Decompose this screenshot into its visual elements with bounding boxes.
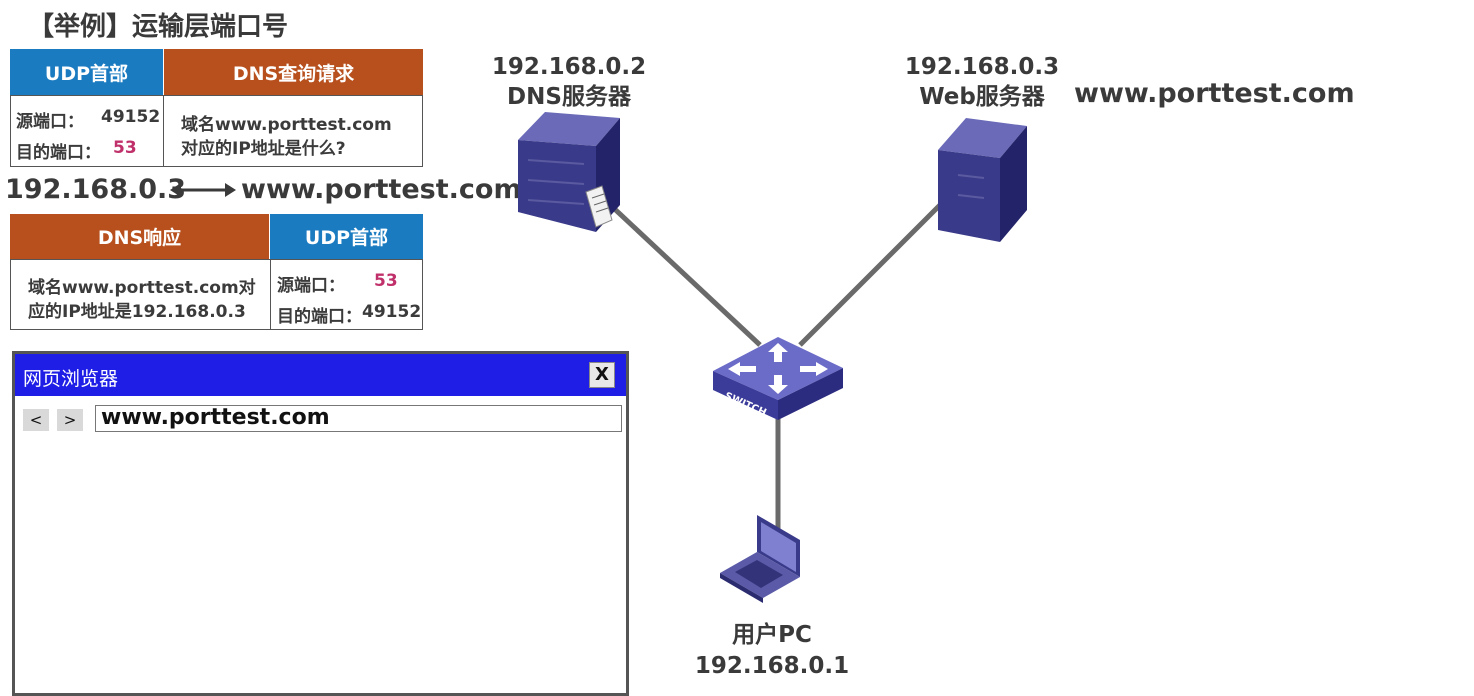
response-content-cell — [10, 259, 271, 330]
request-dst-port: 53 — [113, 138, 137, 158]
web-server-name: Web服务器 — [919, 84, 1045, 110]
link-dns-switch — [603, 198, 762, 347]
forward-button[interactable]: > — [57, 409, 83, 431]
browser-title: 网页浏览器 — [23, 368, 119, 390]
mapping-domain: www.porttest.com — [241, 174, 522, 205]
back-button[interactable]: < — [23, 409, 49, 431]
pc-ip: 192.168.0.1 — [694, 653, 850, 679]
response-src-port: 53 — [374, 271, 398, 291]
address-bar[interactable]: www.porttest.com — [95, 405, 622, 432]
response-port-cell — [270, 259, 423, 330]
dns-server-ip: 192.168.0.2 — [491, 54, 647, 80]
browser-window: 网页浏览器 X < > www.porttest.com — [12, 351, 629, 696]
request-content-line2: 对应的IP地址是什么? — [181, 139, 346, 159]
request-src-port: 49152 — [101, 107, 161, 127]
close-button[interactable]: X — [589, 362, 615, 388]
web-server-ip: 192.168.0.3 — [904, 54, 1060, 80]
response-dst-port-label: 目的端口： — [277, 307, 362, 327]
response-dst-port: 49152 — [362, 302, 422, 322]
response-content-line1: 域名www.porttest.com对 — [28, 278, 256, 298]
browser-title-bar: 网页浏览器 X — [15, 354, 626, 396]
response-udp-header-label: UDP首部 — [270, 214, 423, 259]
request-content-line1: 域名www.porttest.com — [181, 115, 392, 135]
response-src-port-label: 源端口： — [277, 276, 345, 296]
slide-title: 【举例】运输层端口号 — [28, 12, 289, 42]
response-content-line2: 应的IP地址是192.168.0.3 — [28, 302, 246, 322]
link-web-switch — [798, 203, 942, 347]
request-udp-header-label: UDP首部 — [10, 49, 163, 95]
request-content-cell — [163, 95, 423, 167]
switch-icon: SWITCH — [713, 337, 843, 420]
request-src-port-label: 源端口： — [16, 112, 84, 132]
request-port-cell — [10, 95, 164, 167]
dns-server-icon — [518, 112, 620, 232]
request-dst-port-label: 目的端口： — [16, 143, 101, 163]
mapping-ip: 192.168.0.3 — [5, 174, 187, 205]
pc-name: 用户PC — [732, 622, 812, 648]
web-server-icon — [938, 118, 1027, 242]
request-dns-label: DNS查询请求 — [164, 49, 423, 95]
laptop-icon — [720, 515, 800, 603]
double-arrow-icon — [170, 183, 236, 197]
dns-server-name: DNS服务器 — [507, 84, 631, 110]
web-server-domain: www.porttest.com — [1074, 78, 1355, 109]
response-dns-label: DNS响应 — [10, 214, 269, 259]
